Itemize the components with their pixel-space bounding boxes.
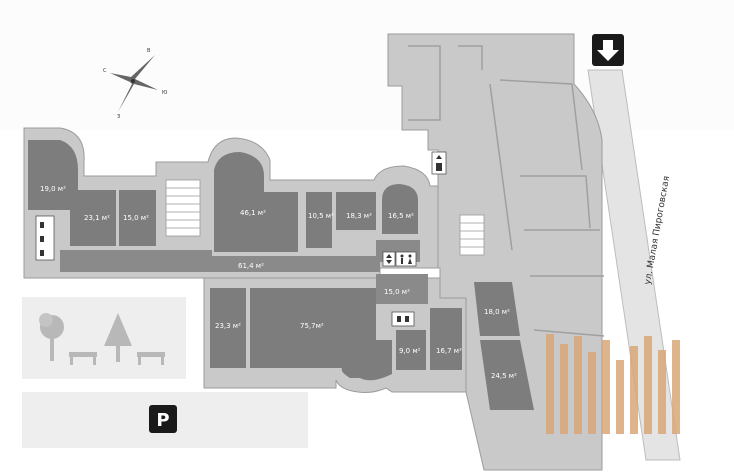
room-r5: 10,5 м²: [306, 192, 334, 248]
compass-north: С: [103, 68, 107, 74]
room-r2: 23,1 м²: [70, 190, 116, 246]
compass-west: З: [117, 114, 120, 120]
room-r4: 46,1 м²: [214, 152, 298, 252]
compass-east: В: [147, 48, 151, 54]
room-r15: 24,5 м²: [480, 340, 534, 410]
room-area-label: 10,5 м²: [308, 212, 334, 220]
room-area-label: 16,7 м²: [436, 347, 462, 355]
arrow-down-icon: [592, 34, 624, 66]
room-r9: 15,0 м²: [376, 274, 428, 304]
tree-icon: [104, 313, 132, 362]
room-r14: 18,0 м²: [474, 282, 520, 336]
toilet-icon: [395, 251, 417, 267]
elevator-icon: [382, 251, 396, 267]
room-r11: 75,7м²: [250, 288, 392, 381]
room-r3: 15,0 м²: [119, 190, 156, 246]
toilet-icon: [391, 311, 415, 327]
east-wing-partitions: [408, 45, 605, 337]
room-r13: 16,7 м²: [430, 308, 462, 370]
street-band: [587, 69, 681, 461]
compass-south: Ю: [162, 90, 168, 96]
room-area-label: 61,4 м²: [238, 262, 264, 270]
room-r8: 61,4 м²: [60, 240, 420, 272]
room-area-label: 23,3 м²: [215, 322, 241, 330]
room-area-label: 16,5 м²: [388, 212, 414, 220]
room-area-label: 46,1 м²: [240, 209, 266, 217]
logo-bars: [546, 334, 680, 434]
room-area-label: 24,5 м²: [491, 372, 517, 380]
parking-label: P: [156, 410, 169, 431]
room-area-label: 19,0 м²: [40, 185, 66, 193]
room-r6: 18,3 м²: [336, 192, 376, 230]
stairs-icon: [459, 214, 485, 256]
parking-icon: P: [149, 405, 177, 433]
room-area-label: 15,0 м²: [384, 288, 410, 296]
stairs-icon: [165, 179, 201, 237]
room-r10: 23,3 м²: [210, 288, 246, 368]
landscape-area: [22, 297, 186, 379]
bench-icon: [69, 352, 97, 365]
toilet-icon: [35, 215, 55, 261]
room-area-label: 75,7м²: [300, 322, 324, 330]
tree-icon: [39, 313, 64, 361]
room-r1: 19,0 м²: [28, 140, 78, 210]
room-r12: 9,0 м²: [396, 330, 426, 370]
room-area-label: 15,0 м²: [123, 214, 149, 222]
room-area-label: 9,0 м²: [399, 347, 421, 355]
room-area-label: 23,1 м²: [84, 214, 110, 222]
room-area-label: 18,3 м²: [346, 212, 372, 220]
room-r7: 16,5 м²: [382, 184, 418, 234]
compass-icon: С В Ю З: [103, 48, 168, 120]
room-area-label: 18,0 м²: [484, 308, 510, 316]
bench-icon: [137, 352, 165, 365]
elevator-icon: [431, 151, 447, 175]
